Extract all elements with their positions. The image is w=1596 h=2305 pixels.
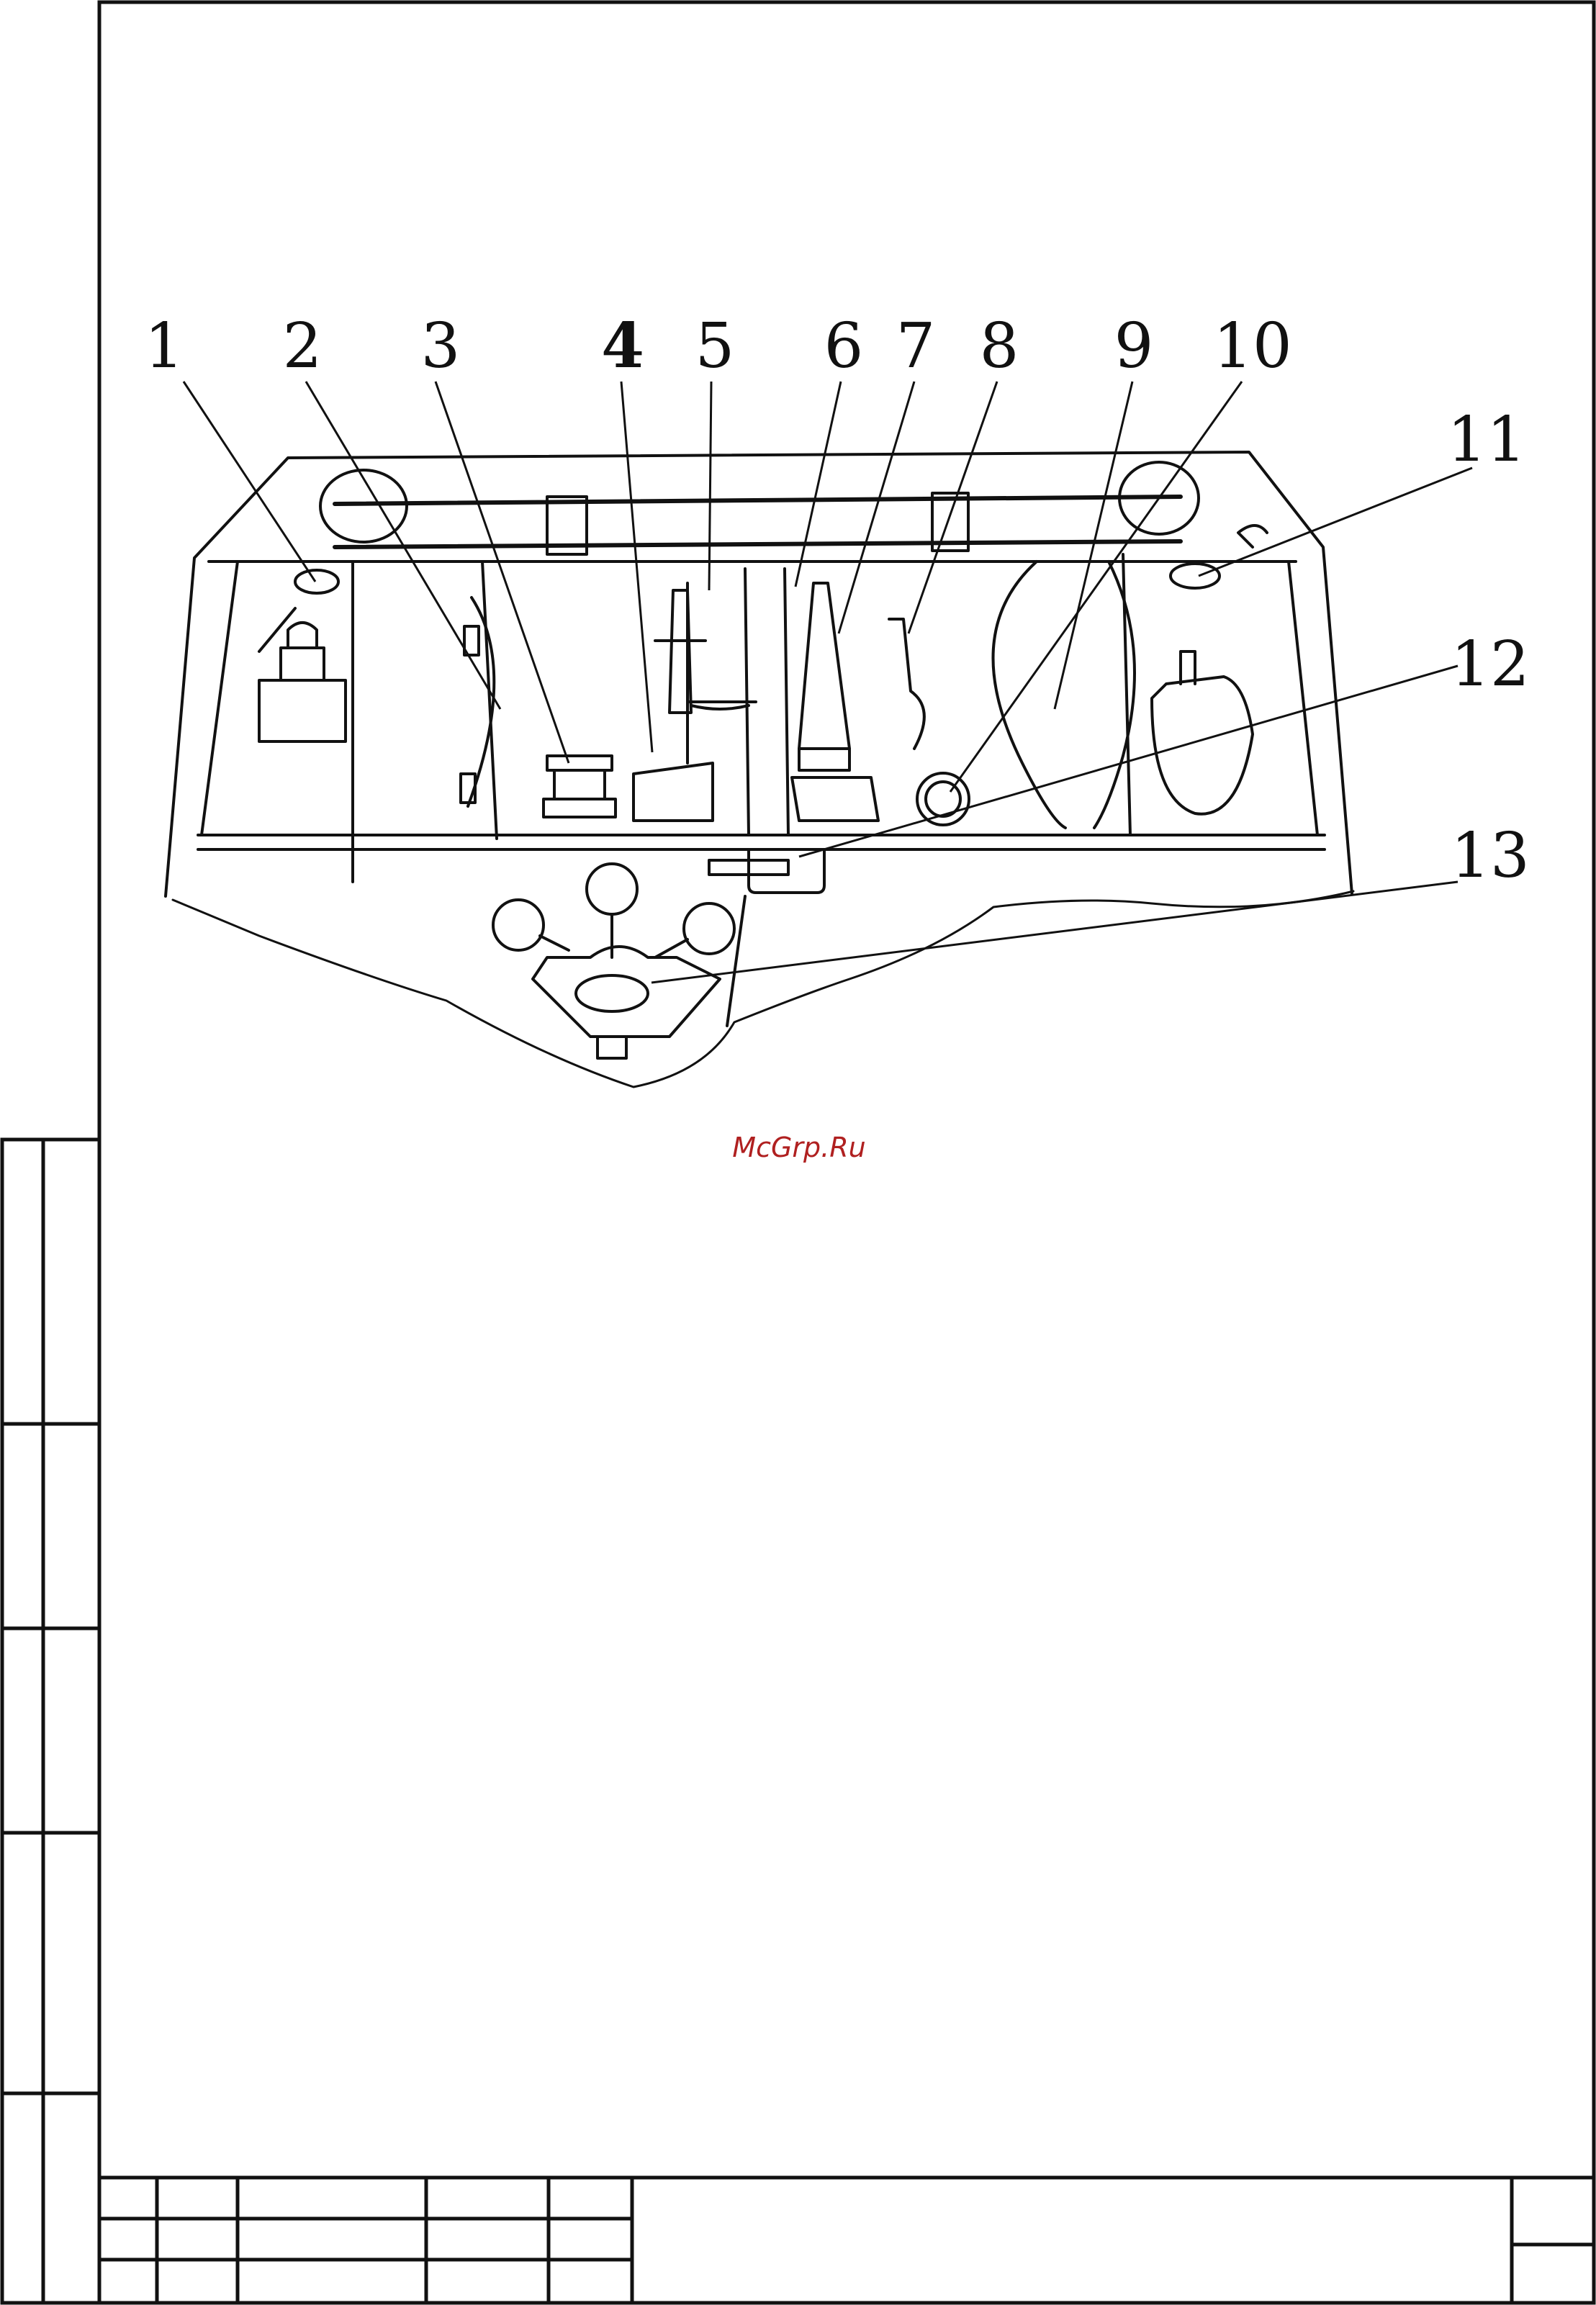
callout-12: 12 <box>1451 628 1529 700</box>
callout-11: 11 <box>1447 404 1525 476</box>
left-margin-stamp <box>2 1140 99 2303</box>
callout-8: 8 <box>980 310 1019 382</box>
watermark-text: McGrp.Ru <box>727 1132 871 1163</box>
callout-5: 5 <box>695 310 735 382</box>
callout-9: 9 <box>1114 310 1154 382</box>
callout-13: 13 <box>1451 820 1529 892</box>
title-block <box>99 2178 1594 2303</box>
callout-7: 7 <box>896 310 936 382</box>
callout-1: 1 <box>145 310 184 382</box>
equipment-illustration <box>166 452 1353 1087</box>
callout-4: 4 <box>601 310 644 382</box>
callout-2: 2 <box>283 310 323 382</box>
callout-3: 3 <box>421 310 461 382</box>
callout-10: 10 <box>1213 310 1291 382</box>
callout-6: 6 <box>824 310 864 382</box>
